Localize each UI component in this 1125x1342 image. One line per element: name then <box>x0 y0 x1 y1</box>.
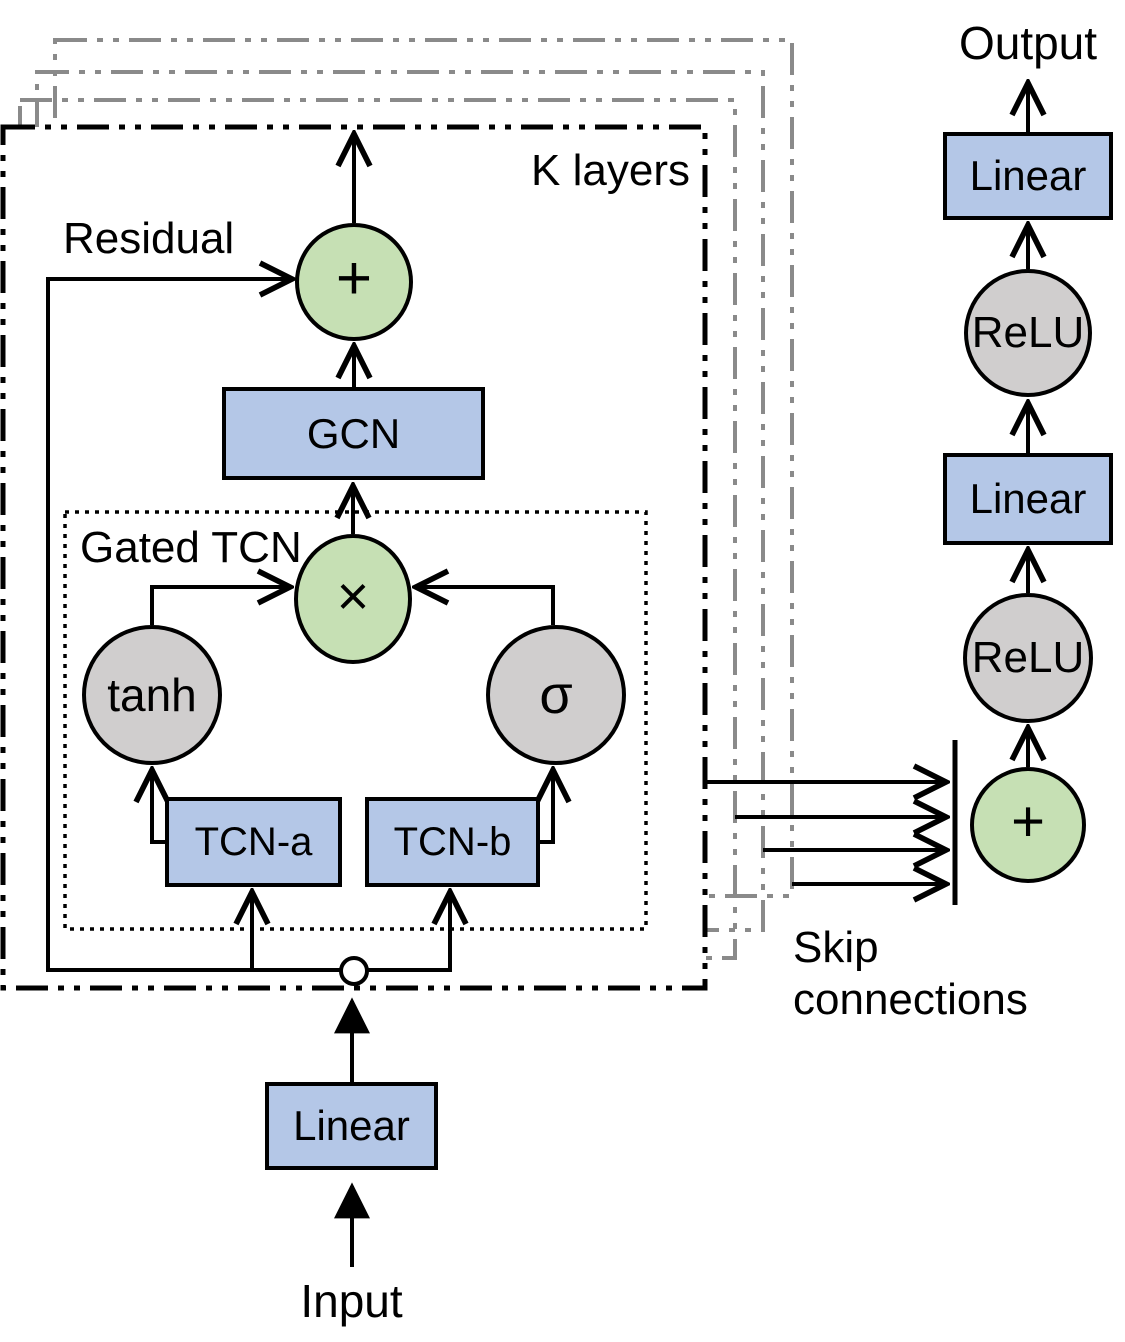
times-symbol: × <box>336 564 370 627</box>
mid-linear-block: Linear <box>943 453 1113 545</box>
output-linear-block: Linear <box>943 132 1113 220</box>
skip-label-line1: Skip <box>793 923 879 972</box>
gate-product-node: × <box>294 534 412 664</box>
skip-plus-symbol: + <box>1011 789 1045 854</box>
output-label: Output <box>958 17 1098 69</box>
tcn-b-to-sigma-arrow <box>540 772 553 844</box>
tanh-to-product-arrow <box>150 587 288 625</box>
k-layers-label: K layers <box>531 146 690 195</box>
input-branch-junction <box>339 956 369 986</box>
residual-sum-node: + <box>295 223 413 341</box>
skip-connections-label: Skip connections <box>793 922 1028 1026</box>
gcn-block: GCN <box>222 387 485 480</box>
sigma-to-product-arrow <box>418 587 555 625</box>
relu-top-node: ReLU <box>964 269 1092 397</box>
input-to-tcn-b-arrow <box>368 894 450 972</box>
plus-symbol: + <box>335 244 373 313</box>
skip-sum-node: + <box>970 767 1086 883</box>
tcn-a-block: TCN-a <box>165 797 342 887</box>
sigma-node: σ <box>486 625 626 765</box>
gated-tcn-label: Gated TCN <box>80 523 302 572</box>
tcn-b-block: TCN-b <box>365 797 540 887</box>
input-label: Input <box>300 1275 403 1327</box>
skip-label-line2: connections <box>793 974 1028 1024</box>
residual-label: Residual <box>63 214 235 263</box>
tcn-a-to-tanh-arrow <box>152 772 165 844</box>
input-linear-block: Linear <box>265 1082 438 1170</box>
residual-connection-line <box>46 279 340 972</box>
relu-mid-node: ReLU <box>963 593 1093 723</box>
tanh-node: tanh <box>82 625 222 765</box>
